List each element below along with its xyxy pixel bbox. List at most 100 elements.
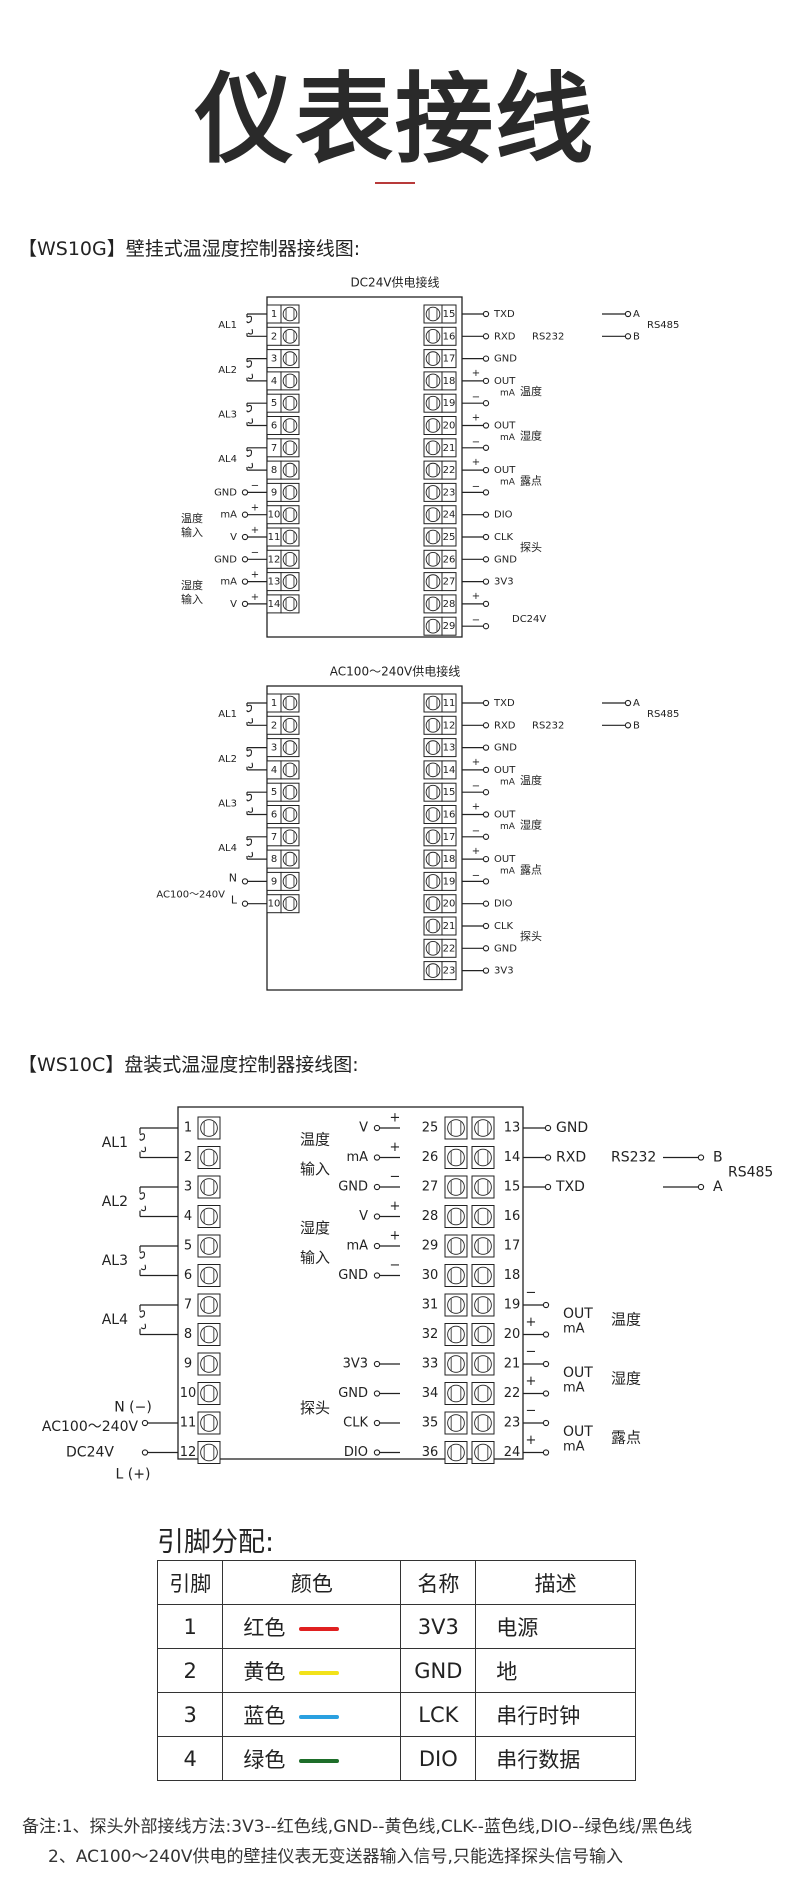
signal-label: 3V3 bbox=[494, 966, 514, 977]
note-line-1: 备注:1、探头外部接线方法:3V3--红色线,GND--黄色线,CLK--蓝色线… bbox=[22, 1817, 693, 1837]
screw-head bbox=[282, 718, 298, 733]
screw-head bbox=[425, 762, 441, 778]
output-label: 露点 bbox=[520, 863, 542, 876]
screw-head bbox=[425, 695, 441, 711]
rs232-label: RS232 bbox=[532, 331, 564, 342]
plus-sign: + bbox=[526, 1433, 537, 1448]
pin-number: 11 bbox=[443, 698, 456, 709]
screw-head bbox=[282, 762, 298, 778]
screw-head bbox=[474, 1443, 492, 1462]
pin-number: 15 bbox=[443, 787, 456, 798]
plus-sign: + bbox=[472, 457, 480, 468]
screw-head bbox=[425, 918, 441, 934]
signal-label: V bbox=[359, 1209, 368, 1224]
screw-terminal bbox=[444, 1352, 468, 1376]
terminal-node bbox=[482, 489, 490, 496]
signal-label: CLK bbox=[494, 921, 514, 932]
pin-number-box bbox=[441, 894, 457, 914]
screw-head bbox=[447, 1443, 465, 1462]
pin-number: 17 bbox=[443, 832, 456, 843]
pin-number: 5 bbox=[271, 787, 277, 798]
screw-terminal bbox=[423, 393, 443, 413]
terminal-node bbox=[624, 333, 632, 340]
pin-number-box bbox=[441, 938, 457, 958]
screw-head bbox=[447, 1266, 465, 1285]
screw-terminal bbox=[471, 1352, 495, 1376]
pin-number: 14 bbox=[443, 765, 456, 776]
screw-terminal bbox=[280, 349, 300, 369]
relay-contact-symbol bbox=[246, 838, 254, 858]
minus-sign: − bbox=[390, 1258, 401, 1273]
screw-head bbox=[282, 329, 298, 344]
terminal-node bbox=[697, 1154, 705, 1161]
alarm-label: AL3 bbox=[102, 1253, 128, 1269]
minus-sign: − bbox=[526, 1286, 537, 1301]
power-terminal-label: N bbox=[229, 871, 237, 884]
pin-number-box bbox=[441, 572, 457, 592]
screw-terminal bbox=[471, 1382, 495, 1405]
ma-label: mA bbox=[500, 478, 516, 488]
pin-number-box bbox=[441, 849, 457, 869]
pin-name: DIO bbox=[400, 1736, 477, 1781]
pin-number: 22 bbox=[504, 1386, 521, 1401]
screw-head bbox=[425, 963, 441, 978]
screw-head bbox=[282, 874, 298, 889]
screw-head bbox=[425, 851, 441, 867]
pin-number: 5 bbox=[184, 1239, 192, 1254]
screw-head bbox=[282, 373, 298, 389]
screw-terminal bbox=[423, 849, 443, 869]
screw-terminal bbox=[471, 1441, 495, 1464]
terminal-node bbox=[482, 699, 490, 707]
terminal-node bbox=[373, 1449, 381, 1456]
alarm-label: AL4 bbox=[102, 1312, 128, 1328]
screw-terminal bbox=[471, 1146, 495, 1169]
screw-head bbox=[282, 896, 298, 911]
pin-number-box bbox=[441, 304, 457, 324]
hum-input-label: 湿度 bbox=[300, 1219, 330, 1237]
screw-terminal bbox=[423, 693, 443, 713]
screw-terminal bbox=[280, 738, 300, 758]
terminal-node bbox=[482, 377, 490, 385]
screw-terminal bbox=[280, 527, 300, 547]
signal-label: TXD bbox=[493, 309, 515, 320]
screw-head bbox=[425, 395, 441, 411]
screw-head bbox=[425, 418, 441, 433]
pin-name: 3V3 bbox=[400, 1604, 477, 1649]
ac-power-label: AC100～240V bbox=[42, 1419, 139, 1435]
screw-terminal bbox=[423, 304, 443, 324]
pin-number: 13 bbox=[443, 743, 456, 754]
terminal-node bbox=[542, 1331, 550, 1338]
terminal-node bbox=[544, 1183, 552, 1191]
screw-head bbox=[425, 351, 441, 366]
screw-head bbox=[200, 1296, 218, 1314]
screw-terminal bbox=[197, 1116, 221, 1140]
terminal-node bbox=[482, 766, 490, 774]
live-label: L (+) bbox=[116, 1467, 151, 1483]
terminal-node bbox=[373, 1124, 381, 1132]
screw-head bbox=[447, 1119, 465, 1137]
alarm-label: AL4 bbox=[218, 454, 237, 465]
screw-head bbox=[425, 784, 441, 800]
pin-number-box bbox=[441, 349, 457, 369]
screw-terminal bbox=[423, 715, 443, 735]
screw-head bbox=[200, 1178, 218, 1196]
terminal-node bbox=[482, 789, 490, 796]
screw-head bbox=[425, 329, 441, 344]
color-swatch bbox=[299, 1626, 340, 1631]
pin-number: 17 bbox=[504, 1239, 521, 1254]
screw-terminal bbox=[197, 1323, 221, 1346]
screw-terminal bbox=[423, 938, 443, 958]
pin-number: 11 bbox=[180, 1416, 197, 1431]
probe-label: 探头 bbox=[520, 930, 542, 943]
pin-number: 6 bbox=[184, 1268, 192, 1283]
pin-number: 1 bbox=[271, 698, 277, 709]
screw-terminal bbox=[423, 738, 443, 758]
screw-terminal bbox=[444, 1323, 468, 1346]
screw-head bbox=[474, 1178, 492, 1196]
screw-terminal bbox=[423, 760, 443, 780]
pin-number: 3 bbox=[184, 1180, 192, 1195]
pin-number: 2 bbox=[271, 720, 277, 731]
terminal-node bbox=[542, 1360, 550, 1368]
relay-contact-symbol bbox=[139, 1251, 147, 1271]
screw-head bbox=[282, 552, 298, 567]
